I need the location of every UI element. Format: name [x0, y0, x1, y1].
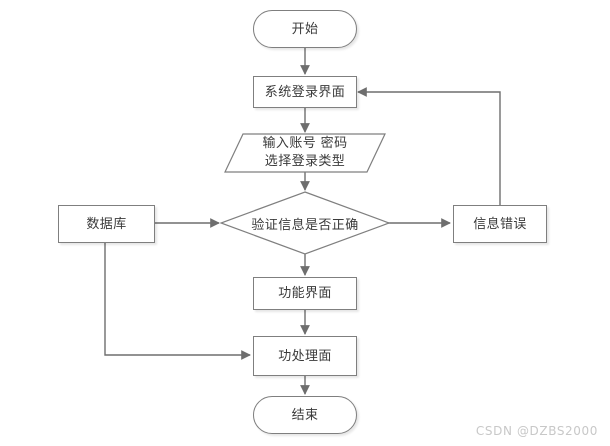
node-verify-decision-label: 验证信息是否正确 [220, 191, 390, 255]
node-database-label: 数据库 [86, 216, 127, 232]
watermark-text: CSDN @DZBS2000 [475, 424, 598, 438]
parallelogram-shape [224, 133, 386, 173]
node-function-ui-label: 功能界面 [278, 286, 332, 301]
node-start[interactable]: 开始 [253, 10, 357, 48]
edge-database-to-funcproc [104, 243, 251, 360]
node-input-credentials-label: 输入账号 密码 选择登录类型 [224, 133, 386, 173]
node-database[interactable]: 数据库 [58, 205, 155, 243]
node-end-label: 结束 [291, 407, 319, 423]
node-function-ui[interactable]: 功能界面 [253, 277, 357, 310]
node-error[interactable]: 信息错误 [453, 205, 547, 243]
node-input-credentials[interactable]: 输入账号 密码 选择登录类型 [224, 133, 386, 173]
node-error-label: 信息错误 [473, 216, 527, 232]
node-verify-text: 验证信息是否正确 [251, 217, 359, 233]
node-verify-decision[interactable]: 验证信息是否正确 [220, 191, 390, 255]
node-login-ui[interactable]: 系统登录界面 [253, 76, 357, 108]
node-input-line1: 输入账号 密码 [262, 136, 348, 151]
diamond-shape [220, 191, 390, 255]
node-input-line2: 选择登录类型 [264, 154, 346, 169]
node-function-process[interactable]: 功处理面 [253, 336, 357, 376]
node-end[interactable]: 结束 [253, 396, 357, 434]
node-start-label: 开始 [291, 21, 319, 37]
edge-error-to-login [357, 87, 501, 205]
node-login-ui-label: 系统登录界面 [264, 84, 346, 100]
node-function-process-label: 功处理面 [278, 348, 332, 364]
